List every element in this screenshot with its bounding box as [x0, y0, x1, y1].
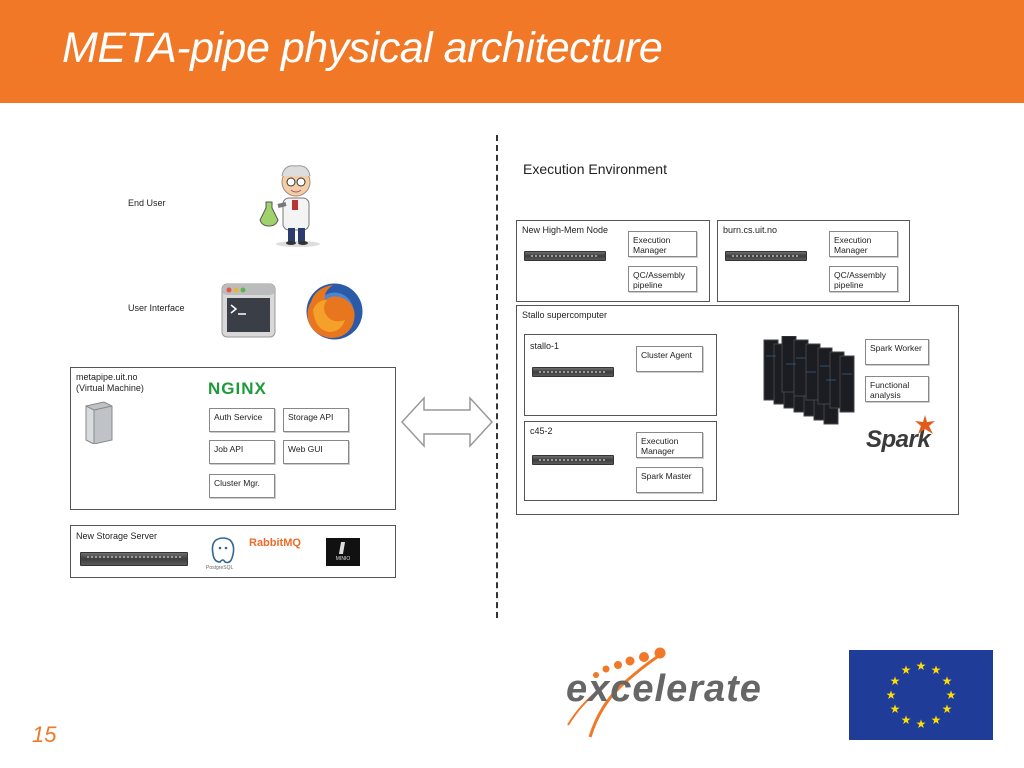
- minio-logo-text: MINIO: [335, 556, 351, 562]
- excelerate-logo: [560, 645, 810, 740]
- svg-text:★: ★: [942, 674, 953, 688]
- highmem-server-icon: [524, 251, 606, 261]
- rabbitmq-logo: RabbitMQ: [249, 537, 301, 549]
- c45-title: c45-2: [530, 426, 553, 436]
- spark-master-box: Spark Master: [636, 467, 703, 493]
- burn-exec-manager-label: Execution Manager: [834, 235, 872, 255]
- highmem-qc-pipeline-box: QC/Assembly pipeline: [628, 266, 697, 292]
- burn-exec-manager-box: Execution Manager: [829, 231, 898, 257]
- highmem-exec-manager-label: Execution Manager: [633, 235, 671, 255]
- cluster-agent-label: Cluster Agent: [641, 350, 693, 360]
- stallo1-server-icon: [532, 367, 614, 377]
- spark-worker-box: Spark Worker: [865, 339, 929, 365]
- job-api-label: Job API: [214, 444, 244, 454]
- svg-text:★: ★: [886, 688, 897, 702]
- vm-server-icon: [82, 400, 114, 445]
- storage-api-label: Storage API: [288, 412, 334, 422]
- cluster-mgr-box: Cluster Mgr.: [209, 474, 275, 498]
- execution-environment-heading: Execution Environment: [523, 161, 667, 177]
- svg-text:★: ★: [942, 702, 953, 716]
- postgresql-logo-text: PostgreSQL: [206, 565, 234, 571]
- highmem-qc-pipeline-label: QC/Assembly pipeline: [633, 270, 685, 290]
- storage-api-box: Storage API: [283, 408, 349, 432]
- title-bar: [0, 0, 1024, 103]
- storage-server-icon: [80, 552, 188, 566]
- auth-service-label: Auth Service: [214, 412, 263, 422]
- job-api-box: Job API: [209, 440, 275, 464]
- highmem-exec-manager-box: Execution Manager: [628, 231, 697, 257]
- vm-title: metapipe.uit.no (Virtual Machine): [76, 372, 144, 393]
- eu-flag: ★ ★ ★ ★ ★ ★ ★ ★ ★ ★ ★ ★: [849, 650, 993, 740]
- auth-service-box: Auth Service: [209, 408, 275, 432]
- svg-text:★: ★: [946, 688, 957, 702]
- svg-text:★: ★: [931, 713, 942, 727]
- stallo1-title: stallo-1: [530, 341, 560, 351]
- svg-text:★: ★: [931, 663, 942, 677]
- spark-star-icon: [914, 414, 936, 436]
- postgresql-icon: [208, 536, 238, 570]
- storage-server-title: New Storage Server: [76, 531, 158, 541]
- scientist-icon: [258, 158, 328, 248]
- cluster-agent-box: Cluster Agent: [636, 346, 703, 372]
- slide-title: META-pipe physical architecture: [62, 24, 663, 72]
- nginx-logo: NGINX: [208, 379, 267, 398]
- burn-server-icon: [725, 251, 807, 261]
- burn-qc-pipeline-box: QC/Assembly pipeline: [829, 266, 898, 292]
- terminal-icon: [221, 283, 276, 338]
- page-number: 15: [32, 722, 57, 747]
- c45-exec-manager-label: Execution Manager: [641, 436, 679, 456]
- c45-exec-manager-box: Execution Manager: [636, 432, 703, 458]
- spark-master-label: Spark Master: [641, 471, 692, 481]
- web-gui-box: Web GUI: [283, 440, 349, 464]
- minio-logo-box: MINIO: [326, 538, 360, 566]
- highmem-node-title: New High-Mem Node: [522, 225, 609, 235]
- cluster-mgr-label: Cluster Mgr.: [214, 478, 260, 488]
- svg-text:★: ★: [901, 713, 912, 727]
- end-user-label: End User: [128, 198, 166, 208]
- spark-worker-label: Spark Worker: [870, 343, 922, 353]
- web-gui-label: Web GUI: [288, 444, 323, 454]
- svg-text:★: ★: [890, 702, 901, 716]
- excelerate-logo-text: excelerate: [566, 668, 762, 710]
- svg-text:★: ★: [890, 674, 901, 688]
- bidirectional-arrow-icon: [400, 396, 494, 448]
- server-rack-cluster-icon: [762, 335, 858, 428]
- user-interface-label: User Interface: [128, 303, 185, 313]
- burn-qc-pipeline-label: QC/Assembly pipeline: [834, 270, 886, 290]
- burn-node-title: burn.cs.uit.no: [723, 225, 778, 235]
- svg-text:★: ★: [916, 659, 927, 673]
- svg-text:★: ★: [916, 717, 927, 731]
- stallo-title: Stallo supercomputer: [522, 310, 608, 320]
- divider-line: [496, 135, 498, 618]
- svg-text:★: ★: [901, 663, 912, 677]
- c45-server-icon: [532, 455, 614, 465]
- firefox-icon: [303, 280, 366, 343]
- functional-analysis-box: Functional analysis: [865, 376, 929, 402]
- functional-analysis-label: Functional analysis: [870, 380, 910, 400]
